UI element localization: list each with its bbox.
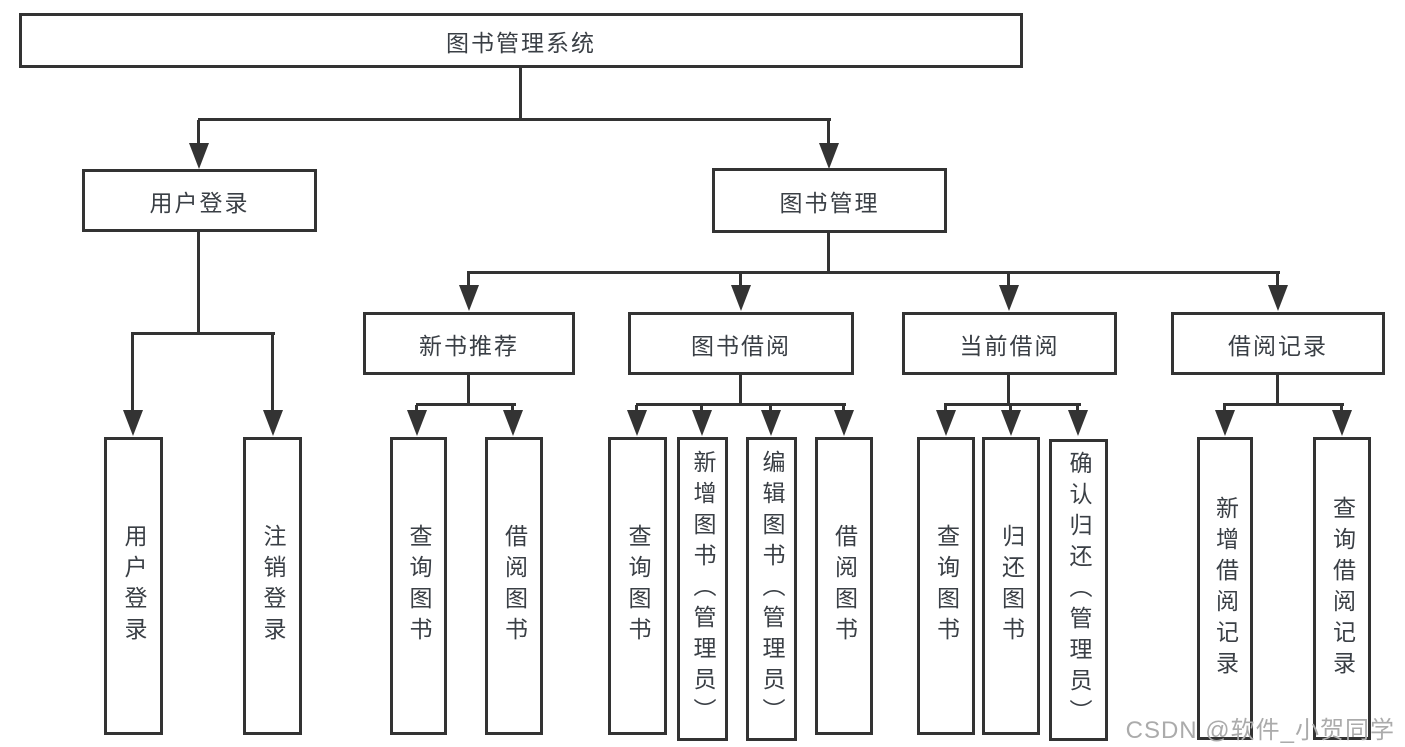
arrow-down-icon (944, 405, 947, 410)
leaf-label: 借阅图书 (501, 524, 528, 648)
leaf-query-book-1: 查询图书 (390, 437, 447, 735)
leaf-logout: 注销登录 (243, 437, 302, 735)
node-book-management: 图书管理 (712, 168, 947, 233)
node-label: 图书借阅 (691, 332, 791, 359)
node-label: 借阅记录 (1228, 332, 1328, 359)
arrow-down-icon (635, 405, 638, 410)
leaf-add-borrow-record: 新增借阅记录 (1197, 437, 1253, 740)
arrow-down-icon (511, 405, 514, 410)
arrow-down-icon (769, 405, 772, 410)
connector-line (1007, 375, 1010, 406)
node-label: 新书推荐 (419, 332, 519, 359)
node-new-book-recommend: 新书推荐 (363, 312, 575, 375)
leaf-label: 确认归还（管理员） (1066, 450, 1092, 730)
connector-line (467, 375, 470, 406)
watermark: CSDN @软件_小贺同学 (1125, 717, 1395, 744)
arrow-down-icon (415, 405, 418, 410)
connector-line (1276, 375, 1279, 406)
connector-line (1223, 403, 1344, 406)
arrow-down-icon (1007, 273, 1010, 285)
arrow-down-icon (467, 273, 470, 285)
node-book-borrow: 图书借阅 (628, 312, 854, 375)
node-borrow-records: 借阅记录 (1171, 312, 1385, 375)
connector-line (519, 68, 522, 120)
leaf-borrow-book-1: 借阅图书 (485, 437, 543, 735)
connector-line (827, 233, 830, 273)
leaf-add-book-admin: 新增图书（管理员） (677, 437, 728, 741)
leaf-query-borrow-record: 查询借阅记录 (1313, 437, 1371, 740)
leaf-label: 查询图书 (933, 524, 960, 648)
arrow-down-icon (131, 334, 134, 410)
node-label: 用户登录 (149, 189, 250, 216)
connector-line (197, 232, 200, 334)
node-book-management-system: 图书管理系统 (19, 13, 1023, 68)
leaf-query-book-2: 查询图书 (608, 437, 667, 735)
connector-line (944, 403, 1081, 406)
leaf-query-book-3: 查询图书 (917, 437, 975, 735)
arrow-down-icon (1223, 405, 1226, 410)
node-label: 图书管理 (779, 189, 880, 216)
node-label: 当前借阅 (959, 332, 1060, 359)
arrow-down-icon (827, 120, 830, 143)
leaf-label: 归还图书 (998, 524, 1025, 648)
connector-line (739, 375, 742, 406)
arrow-down-icon (842, 405, 845, 410)
node-user-login: 用户登录 (82, 169, 317, 232)
arrow-down-icon (1340, 405, 1343, 410)
leaf-label: 查询图书 (406, 524, 432, 648)
leaf-confirm-return-admin: 确认归还（管理员） (1049, 439, 1108, 741)
leaf-return-book: 归还图书 (982, 437, 1040, 735)
leaf-label: 编辑图书（管理员） (759, 449, 785, 729)
node-current-borrow: 当前借阅 (902, 312, 1117, 375)
connector-line (467, 271, 1280, 274)
leaf-label: 查询图书 (625, 524, 651, 648)
leaf-label: 注销登录 (260, 524, 286, 648)
arrow-down-icon (271, 334, 274, 410)
leaf-label: 用户登录 (121, 524, 147, 648)
arrow-down-icon (739, 273, 742, 285)
arrow-down-icon (1009, 405, 1012, 410)
arrow-down-icon (197, 120, 200, 143)
leaf-borrow-book-2: 借阅图书 (815, 437, 873, 735)
leaf-label: 新增图书（管理员） (690, 449, 716, 729)
leaf-label: 查询借阅记录 (1329, 495, 1356, 682)
node-label: 图书管理系统 (446, 29, 596, 56)
connector-line (636, 403, 846, 406)
arrow-down-icon (700, 405, 703, 410)
connector-line (416, 403, 516, 406)
leaf-edit-book-admin: 编辑图书（管理员） (746, 437, 797, 741)
leaf-user-login: 用户登录 (104, 437, 163, 735)
arrow-down-icon (1076, 405, 1079, 410)
connector-line (198, 118, 831, 121)
arrow-down-icon (1276, 273, 1279, 285)
leaf-label: 借阅图书 (831, 524, 858, 648)
connector-line (131, 332, 275, 335)
leaf-label: 新增借阅记录 (1212, 495, 1239, 682)
